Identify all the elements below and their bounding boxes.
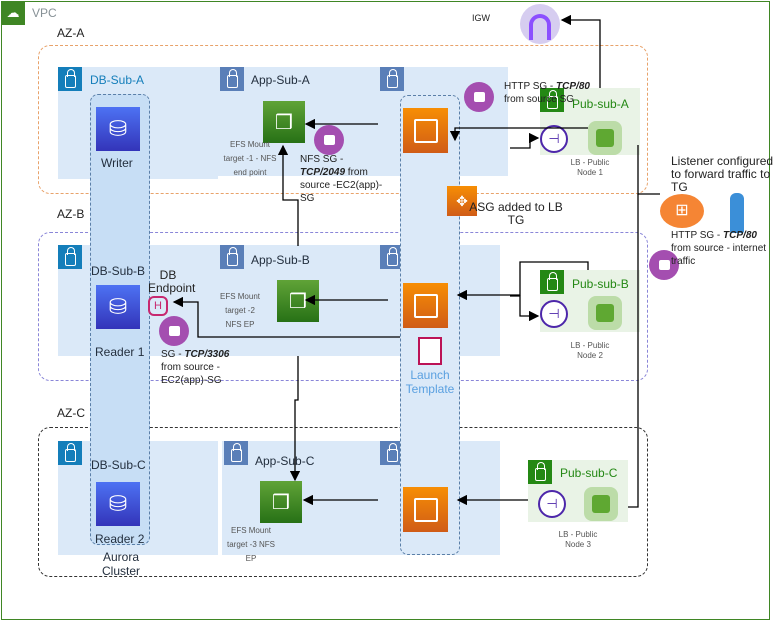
security-group-icon — [314, 125, 344, 155]
efs-b-label: EFS Mount target -2 NFS EP — [219, 292, 260, 329]
app-subnet-a-label: App-Sub-A — [251, 73, 310, 87]
lock-icon — [58, 245, 82, 269]
az-a — [38, 45, 648, 194]
db-subnet-a-label: DB-Sub-A — [90, 73, 145, 87]
cloud-icon: ☁ — [1, 1, 25, 25]
lock-icon — [58, 441, 82, 465]
launch-template-label: Launch Template — [405, 368, 455, 396]
elb-icon: ⊣ — [540, 125, 568, 153]
lb-node-icon — [584, 487, 618, 521]
lb-node-2-label: LB - Public Node 2 — [570, 341, 610, 360]
ec2-instance-icon — [403, 108, 448, 153]
lock-icon — [528, 460, 552, 484]
pub-subnet-a-label: Pub-sub-A — [572, 97, 629, 111]
lock-icon — [58, 67, 82, 91]
elb-icon: ⊣ — [538, 490, 566, 518]
efs-icon: ❒ — [263, 101, 305, 143]
internet-sg-label: HTTP SG - TCP/80 from source - internet … — [671, 230, 767, 267]
db-sg-label: SG - TCP/3306 from source - EC2(app)-SG — [161, 349, 230, 386]
aurora-reader-icon: ⛁ — [96, 285, 140, 329]
aurora-writer-icon: ⛁ — [96, 107, 140, 151]
lock-icon — [220, 67, 244, 91]
efs-icon: ❒ — [260, 481, 302, 523]
elb-icon: ⊣ — [540, 300, 568, 328]
db-subnet-b-label: DB-Sub-B — [91, 264, 146, 278]
writer-label: Writer — [101, 156, 133, 170]
az-c-label: AZ-C — [57, 406, 85, 420]
nfs-sg-label: NFS SG - TCP/2049 from source -EC2(app)-… — [300, 154, 383, 204]
launch-template-icon — [418, 337, 442, 365]
az-a-label: AZ-A — [57, 26, 85, 40]
security-group-icon — [649, 250, 679, 280]
igw-label: IGW — [472, 13, 490, 23]
app-subnet-b-label: App-Sub-B — [251, 253, 310, 267]
auto-scaling-icon: ✥ — [447, 186, 477, 216]
igw-icon — [520, 4, 560, 44]
db-endpoint-label: DB Endpoint — [148, 268, 196, 295]
pub-subnet-c-label: Pub-sub-C — [560, 466, 618, 480]
reader2-label: Reader 2 — [95, 532, 145, 546]
app-subnet-c-label: App-Sub-C — [255, 454, 315, 468]
efs-c-label: EFS Mount target -3 NFS EP — [226, 526, 275, 563]
http-sg-label: HTTP SG - TCP/80 from source SG — [504, 81, 590, 105]
lb-node-icon — [588, 296, 622, 330]
lock-icon — [380, 67, 404, 91]
aurora-reader-icon: ⛁ — [96, 482, 140, 526]
az-b — [38, 232, 648, 381]
efs-a-label: EFS Mount target -1 - NFS end point — [223, 140, 277, 177]
ec2-instance-icon — [403, 283, 448, 328]
lock-icon — [540, 270, 564, 294]
db-subnet-c-label: DB-Sub-C — [91, 458, 146, 472]
listener-label: Listener configured to forward traffic t… — [671, 154, 774, 194]
lb-node-3-label: LB - Public Node 3 — [558, 530, 598, 549]
ec2-instance-icon — [403, 487, 448, 532]
vpc-label: VPC — [32, 6, 57, 20]
lb-node-icon — [588, 121, 622, 155]
lock-icon — [224, 441, 248, 465]
pub-subnet-b-label: Pub-sub-B — [572, 277, 629, 291]
lock-icon — [540, 88, 564, 112]
az-b-label: AZ-B — [57, 207, 85, 221]
security-group-icon — [464, 82, 494, 112]
reader1-label: Reader 1 — [95, 345, 145, 359]
db-endpoint-icon: H — [148, 296, 168, 316]
asg-label: ASG added to LB TG — [469, 200, 563, 227]
az-c — [38, 427, 648, 577]
user-icon — [730, 193, 744, 233]
lb-node-1-label: LB - Public Node 1 — [570, 158, 610, 177]
load-balancer-icon: ⊞ — [660, 194, 704, 228]
security-group-icon — [159, 316, 189, 346]
cluster-label: Aurora Cluster — [101, 550, 140, 578]
lock-icon — [220, 245, 244, 269]
